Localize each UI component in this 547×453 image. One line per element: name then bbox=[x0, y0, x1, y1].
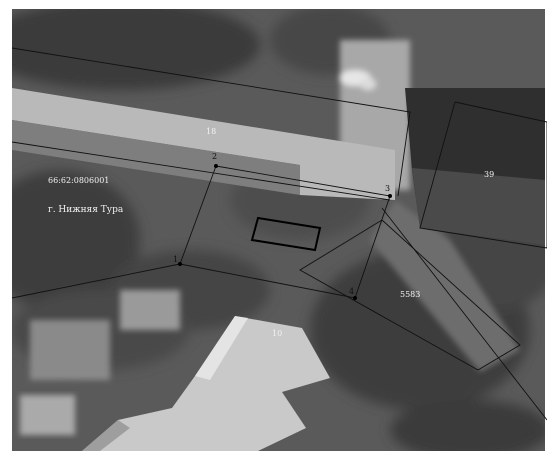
building-label-18: 18 bbox=[206, 127, 216, 136]
point-markers bbox=[178, 164, 392, 300]
upper-block-boundary bbox=[11, 47, 411, 197]
parcel-5583-boundary bbox=[299, 219, 521, 371]
right-block-boundary bbox=[419, 101, 547, 249]
diagonal-boundary bbox=[381, 207, 547, 421]
cadastral-block-label: 66:62:0806001 bbox=[48, 176, 109, 185]
selected-object-outline bbox=[250, 216, 322, 252]
parcel-label: 5583 bbox=[400, 290, 420, 299]
locality-label: г. Нижняя Тура bbox=[48, 205, 124, 215]
point-label-1: 1 bbox=[173, 255, 178, 264]
building-10-roof bbox=[82, 316, 330, 451]
building-18-roof bbox=[12, 88, 395, 200]
point-label-2: 2 bbox=[212, 152, 217, 161]
building-label-10: 10 bbox=[272, 329, 282, 338]
boundary-lines bbox=[11, 47, 547, 421]
left-lower-boundary bbox=[11, 263, 181, 299]
building-label-39: 39 bbox=[484, 170, 494, 179]
point-label-4: 4 bbox=[349, 287, 354, 296]
point-label-3: 3 bbox=[385, 184, 390, 193]
upper-road-line bbox=[11, 141, 391, 201]
